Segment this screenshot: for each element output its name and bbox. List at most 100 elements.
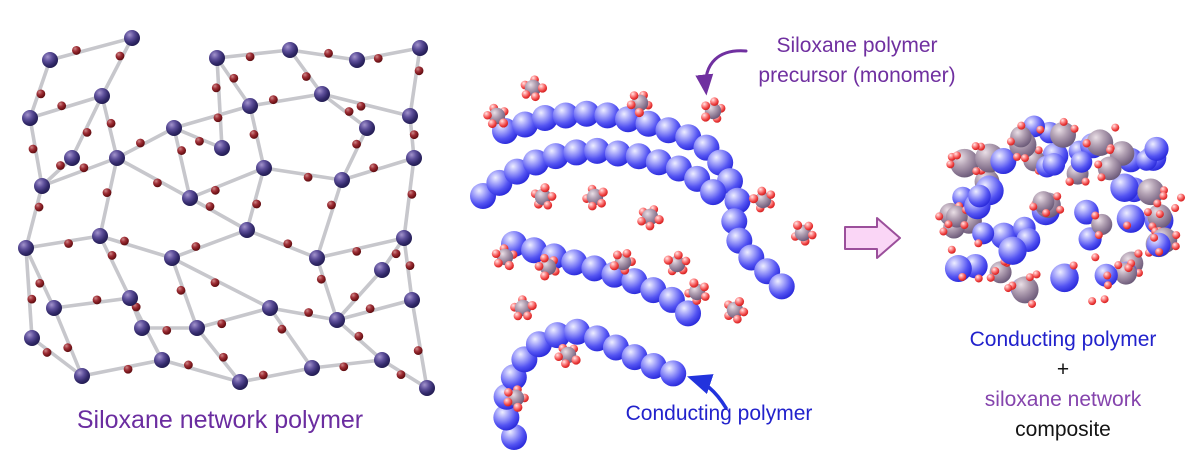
composite-oxygen-dot: [1091, 211, 1100, 220]
network-bond: [52, 296, 132, 310]
bridging-oxygen-dot: [229, 73, 239, 83]
monomer-oxygen-dot: [531, 92, 540, 102]
network-node: [64, 150, 80, 166]
composite-oxygen-dot: [1143, 208, 1152, 217]
composite-oxygen-dot: [1082, 139, 1091, 148]
network-bond: [98, 234, 132, 300]
composite-oxygen-dot: [935, 212, 944, 221]
bridging-oxygen-dot: [301, 72, 311, 81]
network-node: [94, 88, 110, 104]
network-node: [374, 352, 390, 368]
monomer-label: Siloxane polymer precursor (monomer): [733, 31, 981, 91]
monomer-oxygen-dot: [543, 200, 553, 210]
network-bond: [288, 48, 359, 62]
composite-oxygen-dot: [952, 151, 961, 160]
composite-polymer-sphere: [998, 236, 1027, 265]
network-bond: [170, 228, 249, 260]
composite-oxygen-dot: [944, 220, 953, 229]
network-bond: [245, 228, 319, 260]
mixture-panel: [470, 75, 817, 450]
network-node: [262, 300, 278, 316]
monomer-oxygen-dot: [710, 97, 719, 106]
bridging-oxygen-dot: [153, 178, 162, 188]
composite-oxygen-dot: [1069, 261, 1078, 270]
monomer-oxygen-dot: [493, 258, 503, 268]
network-node: [46, 300, 62, 316]
monomer-oxygen-dot: [540, 253, 549, 263]
composite-oxygen-dot: [1111, 123, 1120, 132]
monomer-oxygen-dot: [757, 186, 767, 196]
monomer-oxygen-dot: [701, 101, 711, 111]
monomer-center: [641, 208, 659, 226]
bridging-oxygen-dot: [72, 46, 81, 55]
monomer-oxygen-dot: [681, 256, 691, 266]
bridging-oxygen-dot: [249, 130, 259, 139]
bridging-oxygen-dot: [369, 163, 379, 173]
bridging-oxygen-dot: [304, 308, 314, 317]
bridging-oxygen-dot: [28, 144, 38, 154]
composite-oxygen-dot: [1032, 270, 1041, 279]
polymer-bead: [640, 352, 667, 379]
composite-oxygen-dot: [1100, 295, 1109, 304]
polymer-bead: [724, 187, 751, 214]
network-node: [304, 360, 320, 376]
monomer-oxygen-dot: [663, 255, 673, 265]
composite-oxygen-dot: [1094, 160, 1103, 169]
network-bond: [238, 366, 314, 384]
composite-oxygen-dot: [1056, 205, 1065, 214]
monomer-oxygen-dot: [673, 250, 683, 260]
network-bond: [52, 306, 84, 378]
network-bond: [408, 46, 422, 118]
polymer-bead: [511, 111, 538, 138]
composite-oxygen-dot: [1036, 125, 1045, 134]
network-node: [182, 190, 198, 206]
bridging-oxygen-dot: [195, 136, 204, 146]
network-node: [396, 230, 412, 246]
composite-oxygen-dot: [1081, 177, 1090, 186]
composite-oxygen-dot: [1172, 231, 1181, 240]
bridging-oxygen-dot: [356, 101, 366, 111]
network-bond: [335, 268, 384, 322]
bridging-oxygen-dot: [213, 113, 223, 123]
polymer-bead: [768, 273, 795, 300]
conducting-pointer-arrow: [687, 374, 728, 410]
bridging-oxygen-dot: [405, 261, 415, 270]
composite-oxygen-dot: [1153, 199, 1162, 208]
bridging-oxygen-dot: [107, 251, 117, 260]
composite-oxygen-dot: [1006, 137, 1015, 146]
monomer-pointer-arrow: [695, 49, 748, 96]
bridging-oxygen-dot: [56, 161, 65, 170]
composite-siloxane-sphere: [1032, 191, 1055, 213]
network-node: [209, 50, 225, 66]
polymer-bead: [675, 300, 702, 327]
monomer-oxygen-dot: [629, 91, 639, 100]
composite-oxygen-dot: [1034, 146, 1043, 155]
bridging-oxygen-dot: [63, 343, 73, 353]
composite-oxygen-dot: [1114, 261, 1123, 270]
bridging-oxygen-dot: [268, 95, 278, 105]
composite-oxygen-dot: [1025, 273, 1034, 282]
monomer-oxygen-dot: [645, 221, 655, 231]
bridging-oxygen-dot: [115, 51, 125, 61]
network-bond: [355, 46, 422, 62]
network-node: [42, 52, 58, 68]
network-node: [166, 120, 182, 136]
composite-polymer-sphere: [968, 184, 991, 208]
monomer-oxygen-dot: [609, 261, 619, 271]
bridging-oxygen-dot: [413, 346, 423, 355]
bridging-oxygen-dot: [316, 274, 326, 284]
bridging-oxygen-dot: [352, 139, 361, 149]
composite-polymer-sphere: [1070, 151, 1093, 173]
monomer-oxygen-dot: [547, 192, 557, 201]
network-bond: [315, 178, 344, 260]
composite-oxygen-dot: [1012, 152, 1021, 161]
monomer-oxygen-dot: [588, 201, 597, 211]
network-node: [24, 330, 40, 346]
network-bond: [315, 236, 406, 260]
composite-oxygen-dot: [1150, 233, 1159, 242]
bridging-oxygen-dot: [102, 188, 112, 197]
network-bond: [115, 156, 192, 200]
composite-oxygen-dot: [1155, 210, 1164, 219]
bridging-oxygen-dot: [36, 89, 46, 99]
